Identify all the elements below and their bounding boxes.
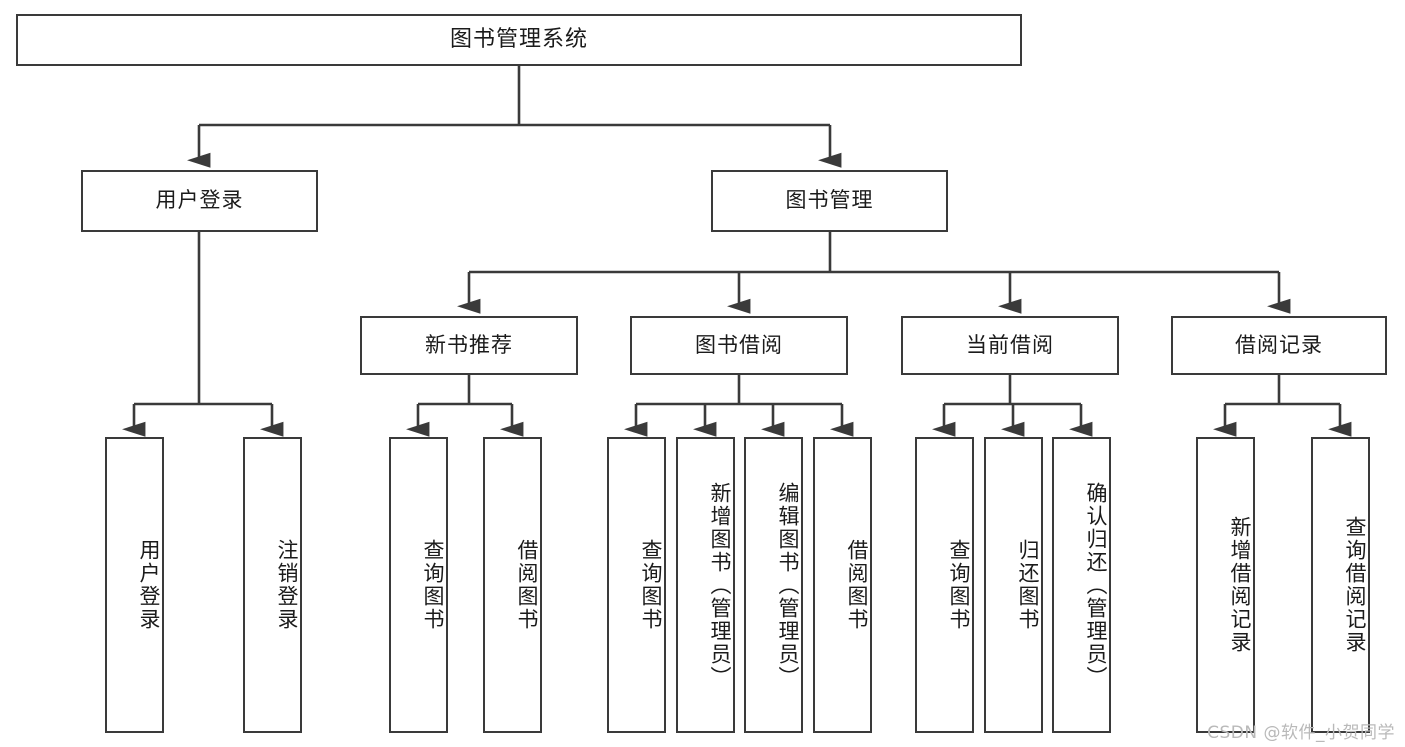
node-label: 编辑图书（管理员）: [776, 481, 800, 689]
node-label: 查询图书: [947, 539, 971, 631]
node-label: 用户登录: [137, 539, 161, 631]
node-label: 新书推荐: [425, 332, 513, 357]
leaf-add-book-admin[interactable]: 新增图书（管理员）: [676, 437, 735, 733]
node-label: 当前借阅: [966, 332, 1054, 357]
node-root-system[interactable]: 图书管理系统: [16, 14, 1022, 66]
leaf-query-borrow-record[interactable]: 查询借阅记录: [1311, 437, 1370, 733]
node-label: 查询图书: [639, 539, 663, 631]
node-label: 查询借阅记录: [1343, 516, 1367, 654]
node-label: 借阅记录: [1235, 332, 1323, 357]
leaf-return-book[interactable]: 归还图书: [984, 437, 1043, 733]
leaf-logout[interactable]: 注销登录: [243, 437, 302, 733]
node-label: 用户登录: [155, 188, 244, 213]
leaf-borrow-book[interactable]: 借阅图书: [813, 437, 872, 733]
node-label: 确认归还（管理员）: [1084, 481, 1108, 689]
node-book-management[interactable]: 图书管理: [711, 170, 948, 232]
watermark: CSDN @软件_小贺同学: [1207, 723, 1395, 743]
node-label: 借阅图书: [515, 539, 539, 631]
leaf-edit-book-admin[interactable]: 编辑图书（管理员）: [744, 437, 803, 733]
node-new-book-recommend[interactable]: 新书推荐: [360, 316, 578, 375]
node-label: 图书管理: [785, 188, 874, 213]
node-label: 图书借阅: [695, 332, 783, 357]
leaf-query-book-recommend[interactable]: 查询图书: [389, 437, 448, 733]
leaf-borrow-book-recommend[interactable]: 借阅图书: [483, 437, 542, 733]
node-label: 新增图书（管理员）: [708, 481, 732, 689]
node-label: 借阅图书: [845, 539, 869, 631]
node-label: 注销登录: [275, 539, 299, 631]
node-book-borrow[interactable]: 图书借阅: [630, 316, 848, 375]
leaf-user-login[interactable]: 用户登录: [105, 437, 164, 733]
node-label: 查询图书: [421, 539, 445, 631]
node-current-borrow[interactable]: 当前借阅: [901, 316, 1119, 375]
node-borrow-records[interactable]: 借阅记录: [1171, 316, 1387, 375]
node-user-login[interactable]: 用户登录: [81, 170, 318, 232]
node-label: 归还图书: [1016, 539, 1040, 631]
node-label: 图书管理系统: [449, 26, 588, 52]
node-label: 新增借阅记录: [1228, 516, 1252, 654]
leaf-confirm-return-admin[interactable]: 确认归还（管理员）: [1052, 437, 1111, 733]
leaf-query-book-borrow[interactable]: 查询图书: [607, 437, 666, 733]
leaf-add-borrow-record[interactable]: 新增借阅记录: [1196, 437, 1255, 733]
leaf-query-book-current[interactable]: 查询图书: [915, 437, 974, 733]
